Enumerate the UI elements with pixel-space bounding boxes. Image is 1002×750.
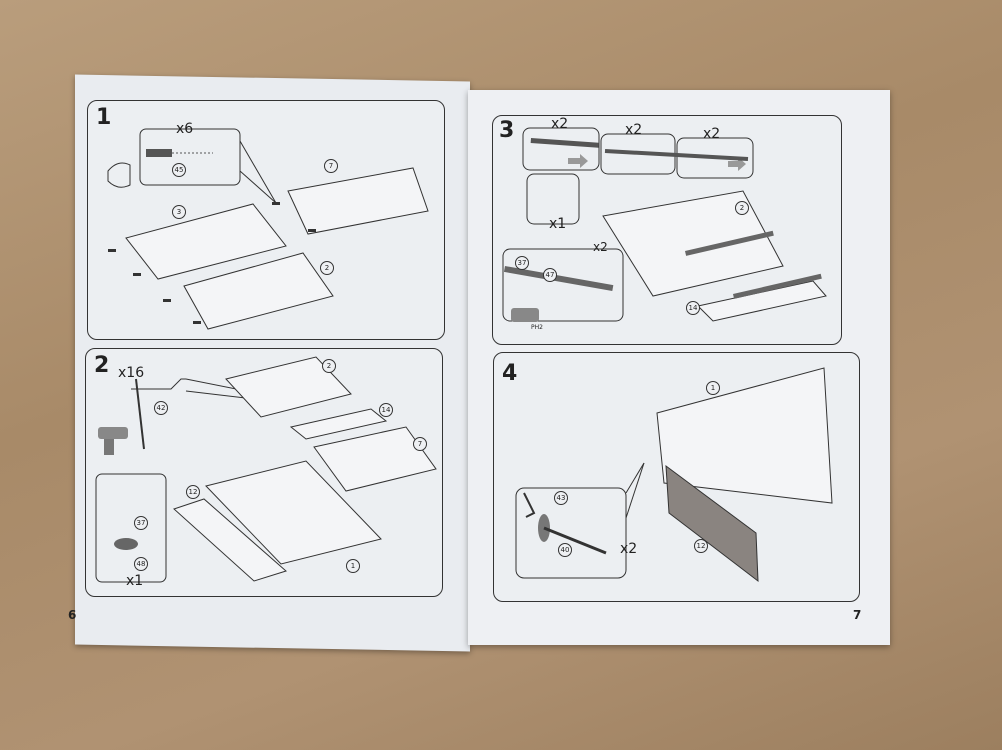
part-label: 2	[322, 359, 336, 373]
part-label: 1	[346, 559, 360, 573]
quantity-label: x6	[176, 121, 194, 137]
quantity-label: x2	[551, 116, 569, 132]
part-label: 48	[134, 557, 148, 571]
step-4-panel: 4 x2 1 43 40 12	[493, 352, 860, 602]
step-number: 2	[94, 353, 110, 378]
part-label: 7	[413, 437, 427, 451]
step-number: 3	[499, 118, 515, 143]
step-2-illustration	[95, 356, 437, 583]
page-number: 7	[853, 608, 862, 622]
part-label: 3	[172, 205, 186, 219]
page-number: 6	[68, 608, 77, 622]
step-1-panel: 1 x6 45 7 3 2	[87, 100, 445, 340]
step-3-illustration	[502, 127, 827, 322]
part-label: 14	[379, 403, 393, 417]
part-label: 43	[554, 491, 568, 505]
part-label: 7	[324, 159, 338, 173]
part-label: 42	[154, 401, 168, 415]
part-label: 2	[735, 201, 749, 215]
quantity-label: x16	[118, 365, 145, 381]
part-label: 45	[172, 163, 186, 177]
part-label: 12	[186, 485, 200, 499]
quantity-label: x1	[126, 573, 144, 589]
part-label: 37	[134, 516, 148, 530]
step-number: 4	[502, 361, 518, 386]
step-2-panel: 2 x16 x1 42 2 14 7 12 1 37 48	[85, 348, 443, 597]
quantity-label: x2	[593, 240, 608, 254]
quantity-label: x2	[625, 122, 643, 138]
step-1-illustration	[107, 128, 429, 330]
quantity-label: x2	[703, 126, 721, 142]
part-label: 1	[706, 381, 720, 395]
part-label: 2	[320, 261, 334, 275]
tool-label: PH2	[531, 324, 543, 331]
part-label: 40	[558, 543, 572, 557]
part-label: 47	[543, 268, 557, 282]
part-label: 37	[515, 256, 529, 270]
part-label: 14	[686, 301, 700, 315]
quantity-label: x1	[549, 216, 567, 232]
quantity-label: x2	[620, 541, 638, 557]
step-4-illustration	[515, 367, 833, 583]
part-label: 12	[694, 539, 708, 553]
step-number: 1	[96, 105, 112, 130]
step-3-panel: 3 x2 x2 x2 x1 x2 2 37 47 14 PH2	[492, 115, 842, 345]
